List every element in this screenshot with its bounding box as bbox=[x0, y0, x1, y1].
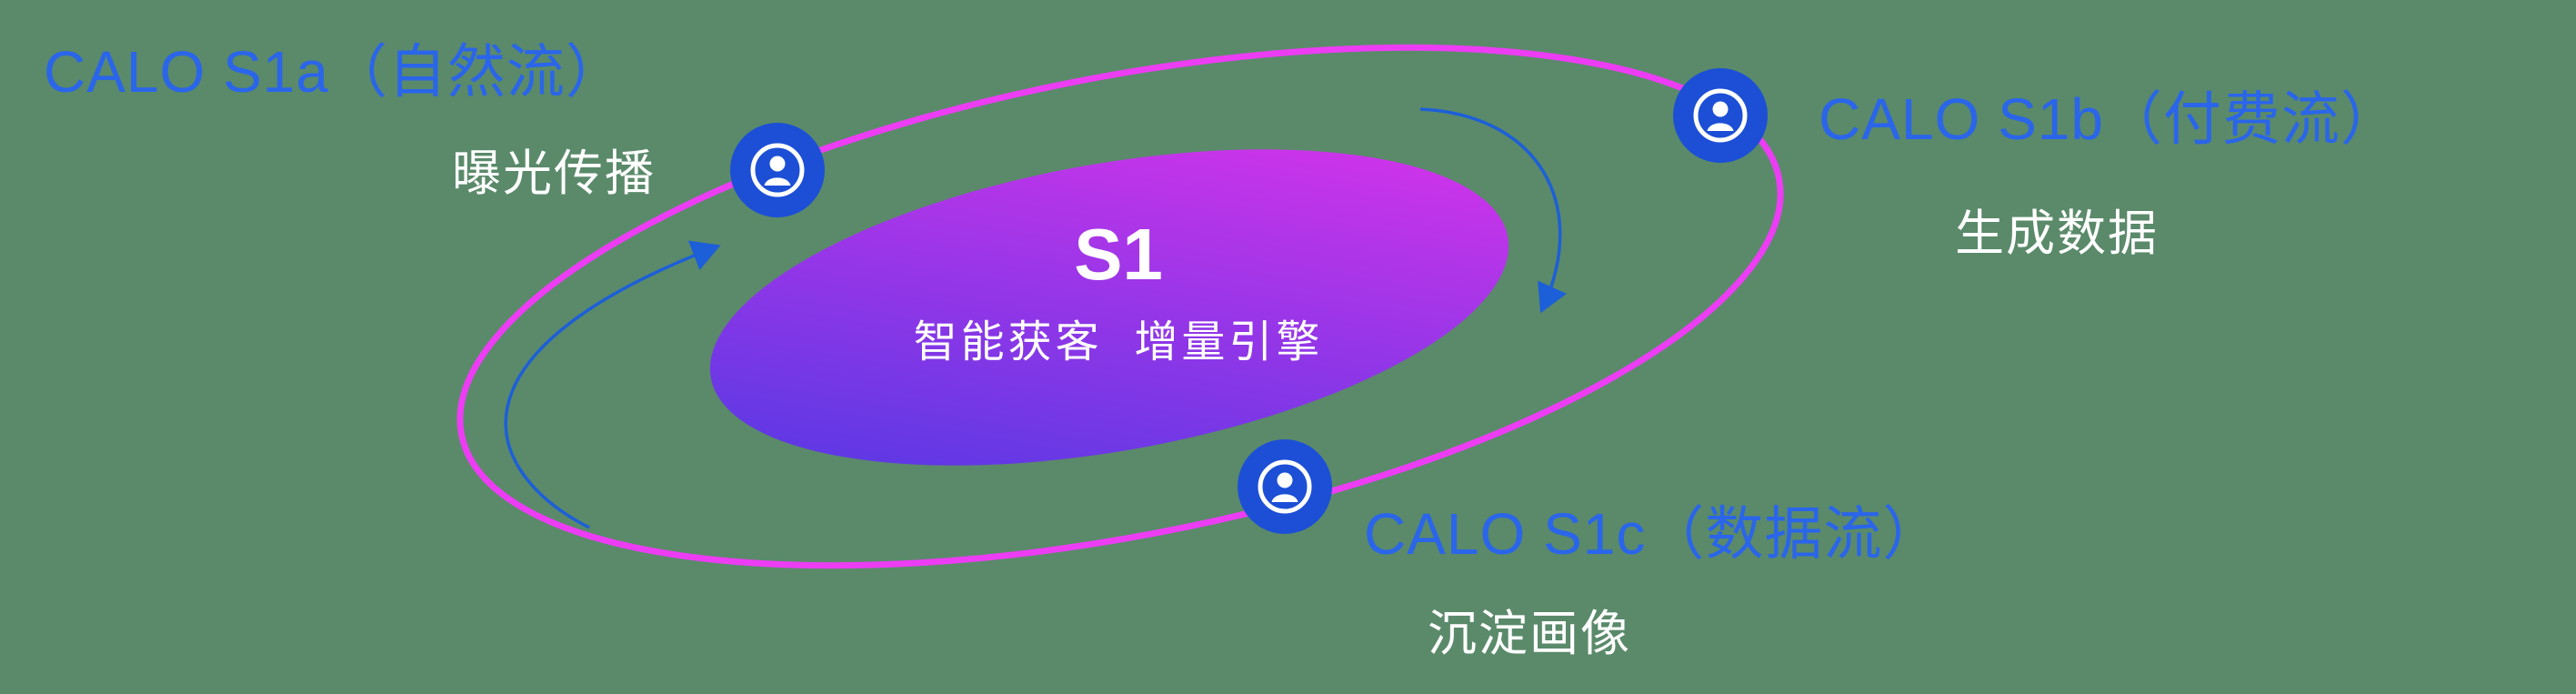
node-sublabel-calo-s1c: 沉淀画像 bbox=[1428, 607, 1631, 661]
curved-arrow-right bbox=[1419, 107, 1568, 314]
orbit-ring bbox=[456, 44, 1784, 569]
node-label-calo-s1c: CALO S1c（数据流） bbox=[1364, 501, 1942, 567]
curved-arrow-left bbox=[504, 240, 721, 529]
node-label-calo-s1a: CALO S1a（自然流） bbox=[44, 39, 625, 105]
node-sublabel-calo-s1b: 生成数据 bbox=[1955, 206, 2159, 261]
node-label-calo-s1b: CALO S1b（付费流） bbox=[1819, 86, 2400, 152]
center-text: S1 智能获客 增量引擎 bbox=[914, 216, 1324, 369]
node-sublabel-calo-s1a: 曝光传播 bbox=[452, 146, 656, 201]
user-icon bbox=[1673, 68, 1768, 163]
center-subtitle: 智能获客 增量引擎 bbox=[913, 318, 1324, 367]
user-icon bbox=[1238, 439, 1332, 534]
center-ellipse bbox=[709, 149, 1509, 466]
center-title: S1 bbox=[1074, 214, 1163, 295]
user-icon bbox=[730, 123, 825, 217]
